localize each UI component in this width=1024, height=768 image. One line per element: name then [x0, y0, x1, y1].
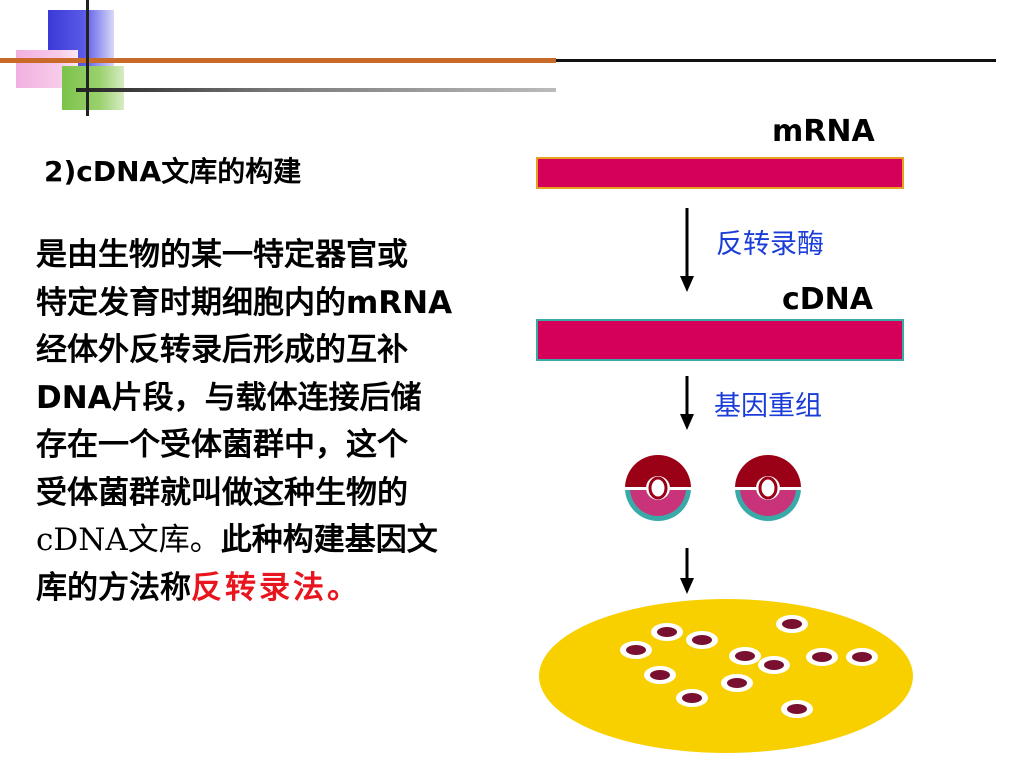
body-line-bold-part: 库的方法称	[36, 569, 191, 606]
mrna-strand	[536, 157, 904, 189]
decor-vertical-line	[86, 0, 89, 116]
body-line: 经体外反转录后形成的互补	[36, 332, 408, 368]
colony-icon	[721, 674, 753, 692]
body-line: 库的方法称反转录法。	[36, 565, 536, 613]
reverse-transcriptase-label: 反转录酶	[716, 229, 824, 260]
recombinant-plasmid-icon	[625, 455, 691, 521]
cdna-strand	[536, 319, 904, 361]
colony-icon	[846, 648, 878, 666]
colony-icon	[676, 689, 708, 707]
body-line-bold-part: 此种构建基因文	[220, 522, 438, 558]
arrow-down-icon	[680, 208, 694, 292]
body-line: 是由生物的某一特定器官或	[36, 237, 408, 273]
arrow-down-icon	[680, 376, 694, 430]
colony-icon	[806, 648, 838, 666]
cdna-label: cDNA	[782, 282, 874, 317]
colony-icon	[758, 656, 790, 674]
body-line: DNA片段，与载体连接后储	[36, 379, 422, 416]
mrna-label: mRNA	[772, 114, 875, 149]
recombinant-plasmid-icon	[735, 455, 801, 521]
colony-icon	[651, 623, 683, 641]
colony-icon	[781, 700, 813, 718]
body-paragraph: 是由生物的某一特定器官或 特定发育时期细胞内的mRNA 经体外反转录后形成的互补…	[36, 232, 536, 612]
decor-gray-line	[76, 88, 556, 92]
colony-icon	[729, 647, 761, 665]
body-line: 特定发育时期细胞内的mRNA	[36, 284, 453, 321]
colony-icon	[644, 666, 676, 684]
body-line: 受体菌群就叫做这种生物的	[36, 474, 408, 511]
colony-group	[620, 615, 878, 718]
decor-black-line	[556, 59, 996, 62]
culture-dish	[539, 599, 913, 753]
body-line: cDNA文库。此种构建基因文	[36, 517, 536, 565]
colony-icon	[776, 615, 808, 633]
section-subtitle: 2)cDNA文库的构建	[44, 155, 302, 188]
arrow-down-icon	[680, 548, 694, 594]
body-line-serif-part: cDNA文库。	[36, 522, 221, 558]
highlight-method-name: 反转录法。	[191, 569, 361, 606]
body-line: 存在一个受体菌群中，这个	[36, 427, 408, 463]
gene-recombination-label: 基因重组	[714, 391, 822, 422]
colony-icon	[620, 641, 652, 659]
decor-orange-line	[0, 58, 556, 63]
colony-icon	[686, 631, 718, 649]
